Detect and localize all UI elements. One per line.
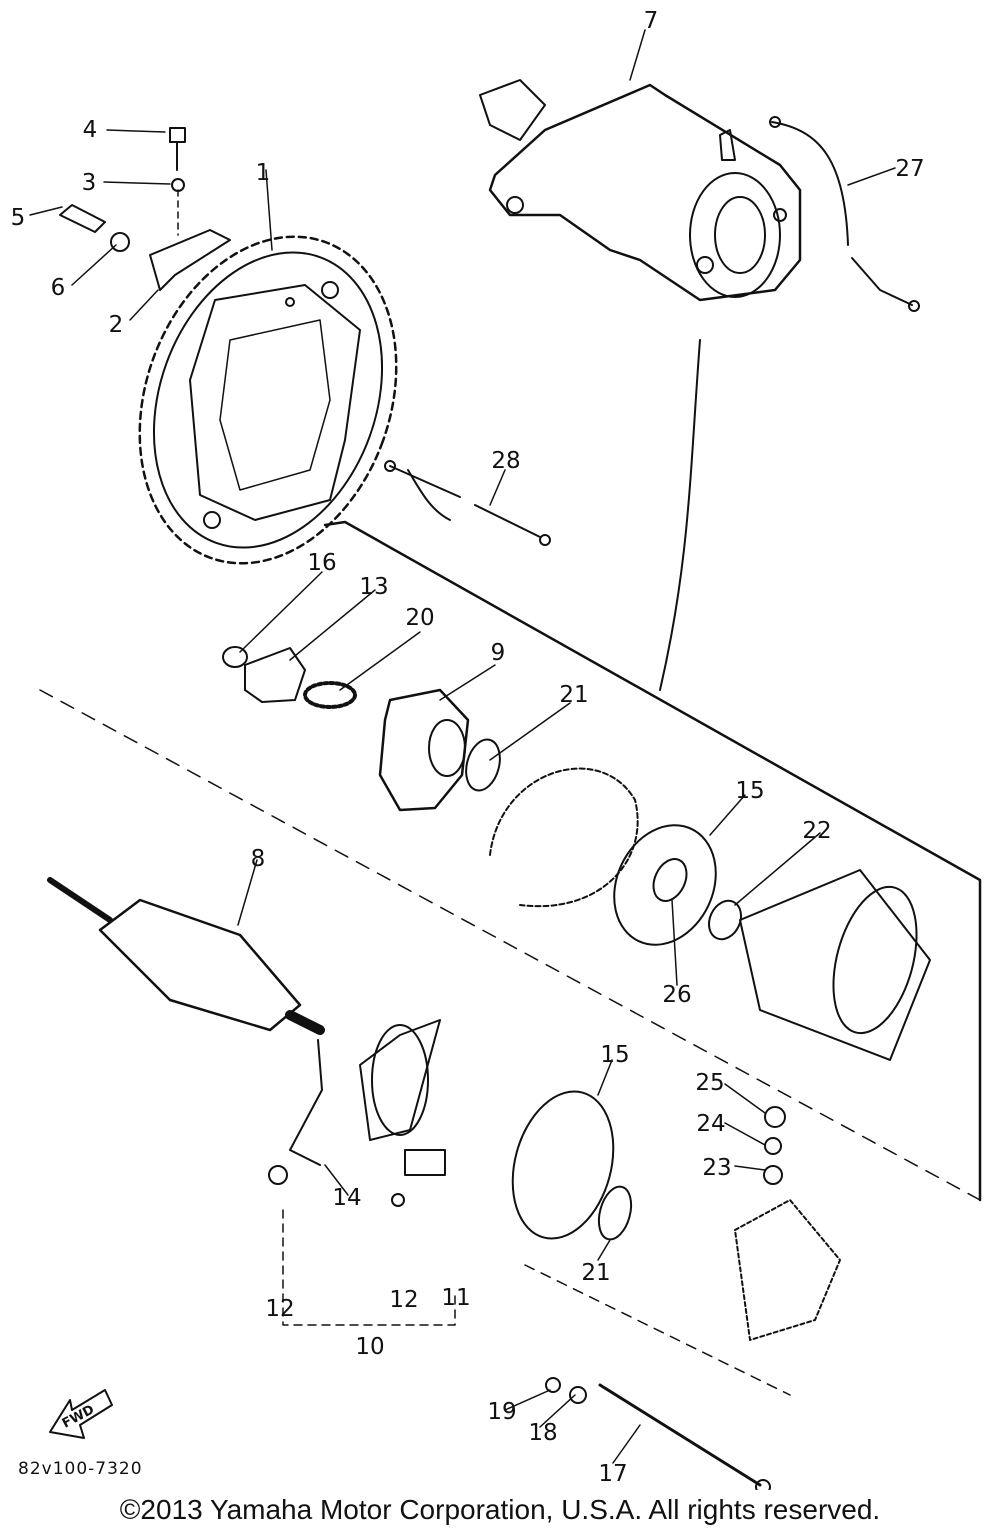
label-14: 14: [332, 1185, 361, 1211]
leader-lines: [29, 29, 896, 1464]
ring-gear: [138, 235, 398, 565]
cable-27: [769, 116, 920, 312]
starter-motor: [479, 79, 802, 302]
armature: [47, 877, 325, 1035]
label-12-left: 12: [265, 1296, 294, 1322]
label-11: 11: [441, 1285, 470, 1311]
label-9: 9: [491, 640, 506, 666]
axis-dashed: [39, 689, 981, 1201]
label-13: 13: [359, 574, 388, 600]
label-12-right: 12: [389, 1287, 418, 1313]
label-27: 27: [895, 156, 924, 182]
label-21-upper: 21: [559, 682, 588, 708]
label-15-lower: 15: [600, 1042, 629, 1068]
end-parts: [511, 1090, 841, 1396]
label-4: 4: [83, 117, 98, 143]
bracket-group: [59, 127, 231, 291]
label-3: 3: [82, 170, 97, 196]
label-21-lower: 21: [581, 1260, 610, 1286]
label-23: 23: [702, 1155, 731, 1181]
housing-parts: [465, 738, 931, 1061]
label-18: 18: [528, 1420, 557, 1446]
through-bolt: [545, 1377, 771, 1495]
label-19: 19: [487, 1399, 516, 1425]
label-20: 20: [405, 605, 434, 631]
label-25: 25: [695, 1070, 724, 1096]
exploded-view-svg: 7 1 4 3 5 6 2 27 28 16 13 20 9 21 15 22 …: [11, 8, 982, 1495]
assembly-outline: [323, 520, 982, 1202]
label-5: 5: [11, 205, 26, 231]
label-2: 2: [109, 312, 124, 338]
label-26: 26: [662, 982, 691, 1008]
label-15-upper: 15: [735, 778, 764, 804]
label-22: 22: [802, 818, 831, 844]
label-8: 8: [251, 846, 266, 872]
drawing-code: 82v100-7320: [18, 1459, 143, 1479]
label-16: 16: [307, 550, 336, 576]
label-17: 17: [598, 1461, 627, 1487]
brush-parts: [268, 1019, 456, 1326]
label-24: 24: [696, 1111, 725, 1137]
label-6: 6: [51, 275, 66, 301]
label-28: 28: [491, 448, 520, 474]
cable-28: [384, 460, 551, 546]
fwd-arrow: [49, 1389, 113, 1439]
label-10: 10: [355, 1334, 384, 1360]
label-7: 7: [644, 8, 659, 34]
label-1: 1: [256, 160, 271, 186]
copyright-notice: ©2013 Yamaha Motor Corporation, U.S.A. A…: [119, 1494, 881, 1525]
leader-arc: [659, 339, 701, 691]
clutch-parts: [222, 646, 470, 812]
